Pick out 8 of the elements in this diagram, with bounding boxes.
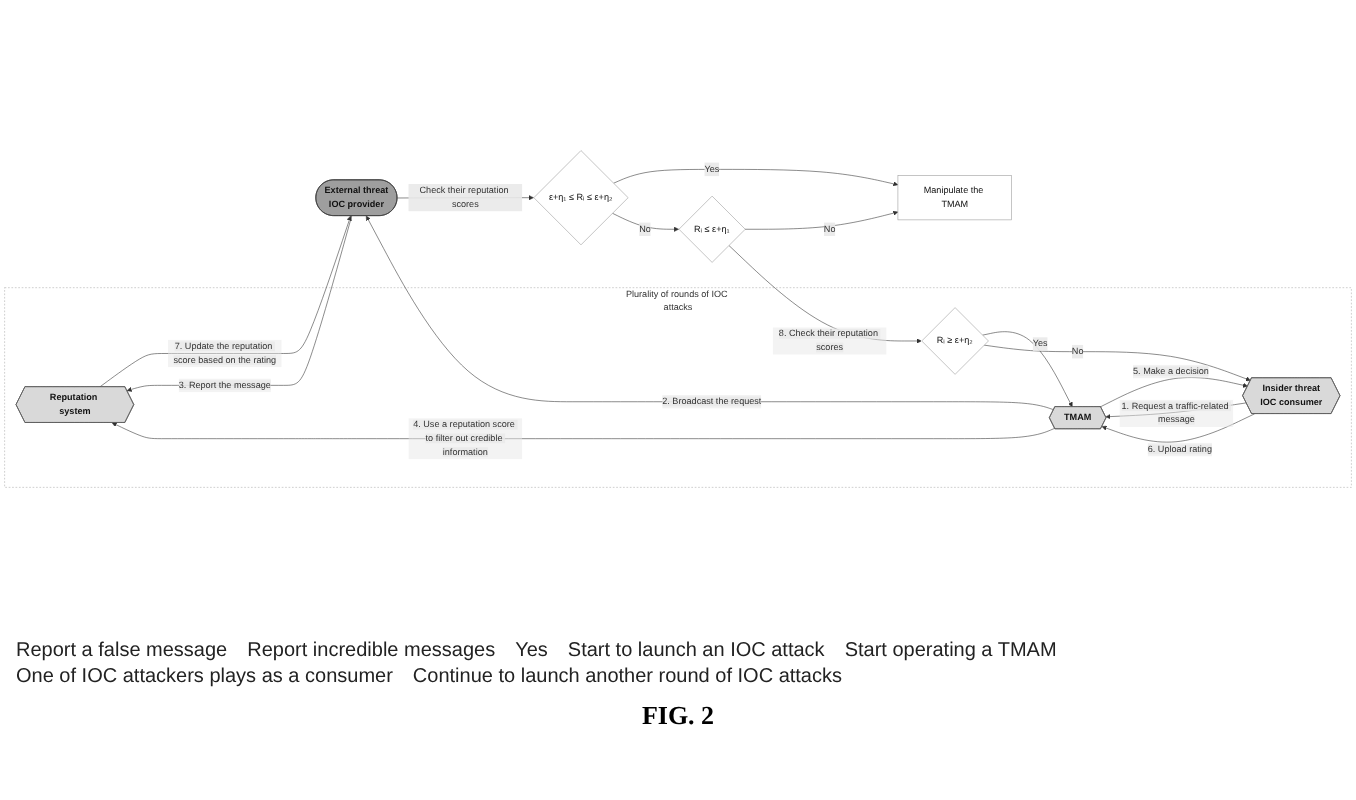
note-text: Yes xyxy=(515,640,548,662)
note-text: Start to launch an IOC attack xyxy=(567,640,825,662)
note-text: One of IOC attackers plays as a consumer xyxy=(16,666,393,688)
note-text: Report a false message xyxy=(16,640,228,662)
note-text: Continue to launch another round of IOC attacks xyxy=(412,666,842,688)
note-text: Start operating a TMAM xyxy=(844,640,1057,662)
note-text: Report incredible messages xyxy=(247,640,496,662)
figure-caption: FIG. 2 xyxy=(639,700,717,732)
